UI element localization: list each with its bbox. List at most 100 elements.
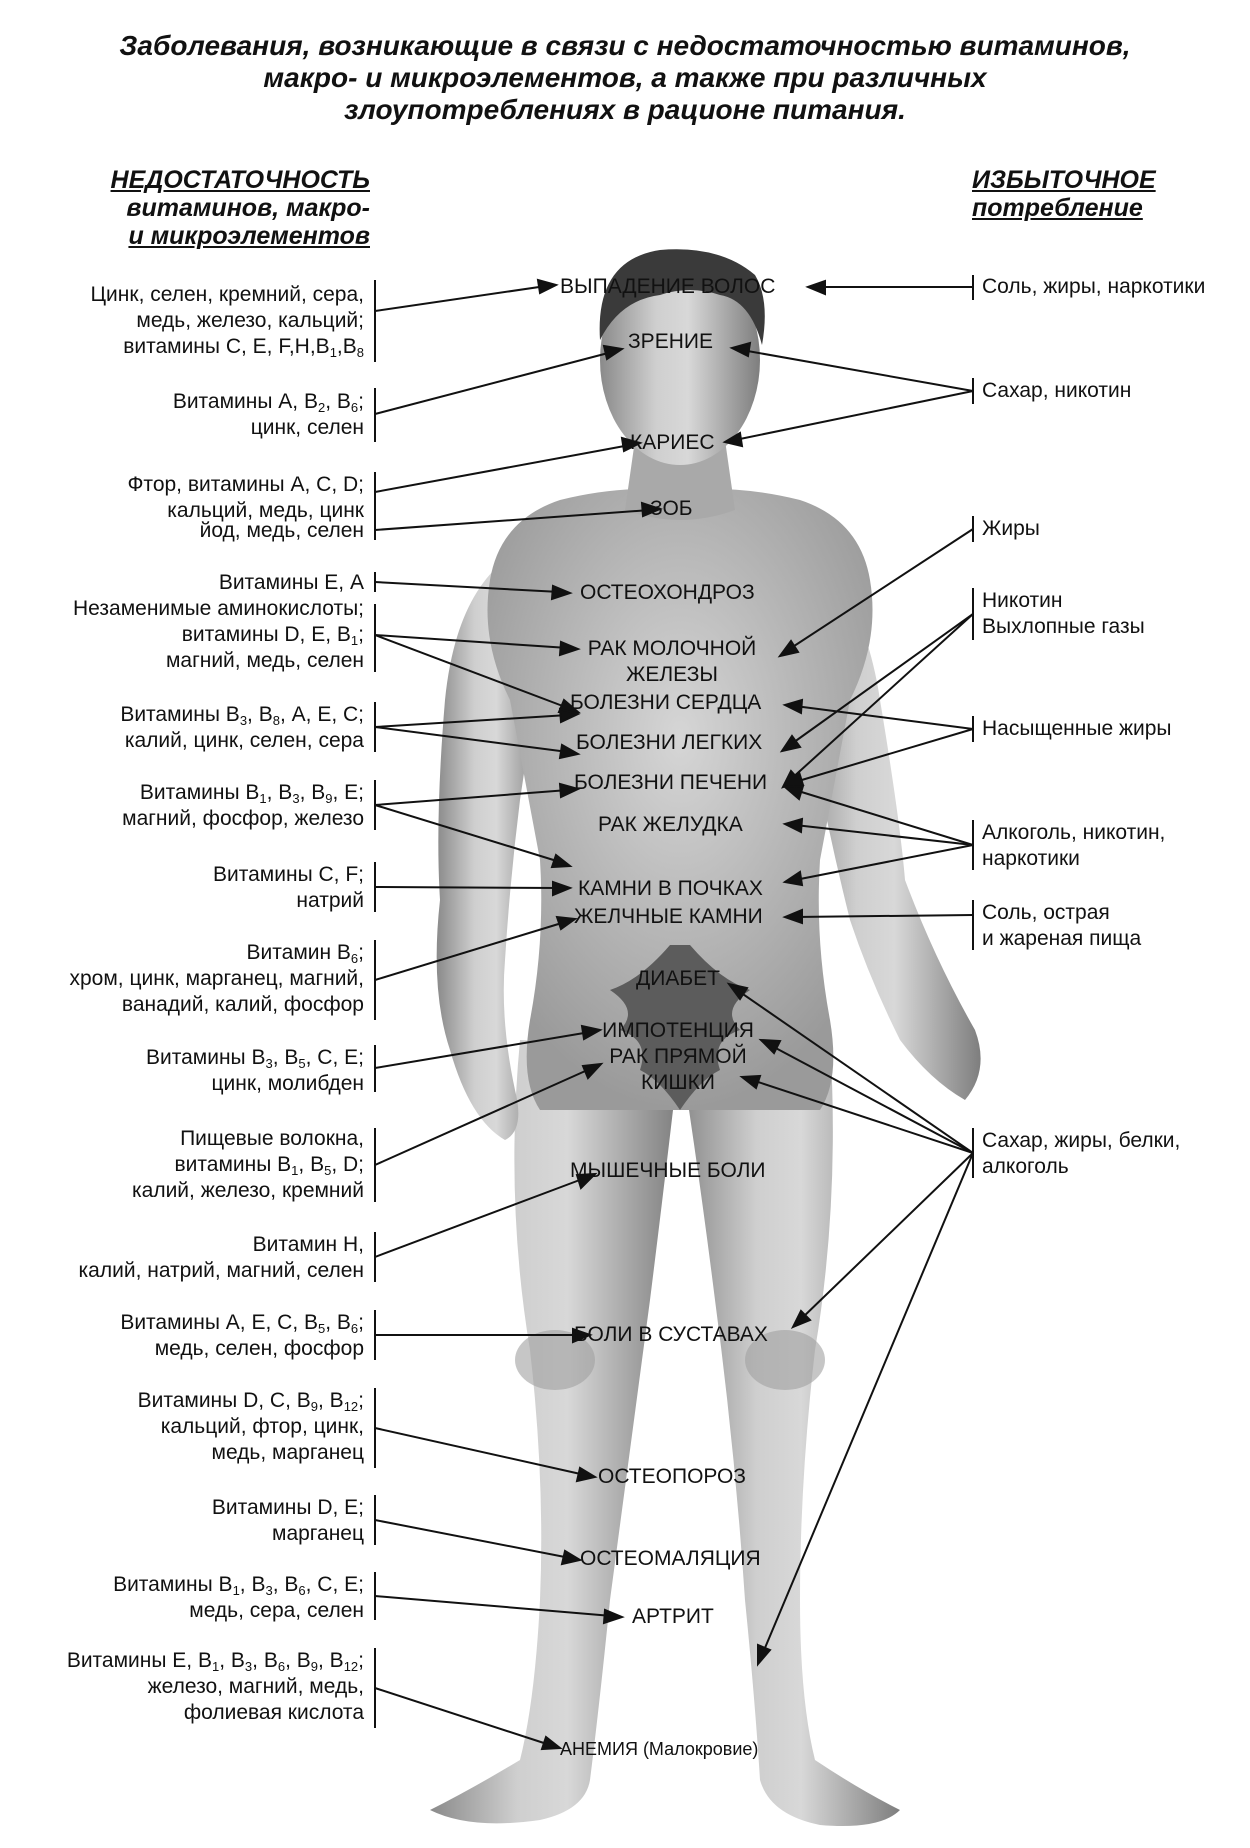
subscript: 3: [265, 1056, 273, 1071]
deficiency-text: ;: [358, 390, 364, 413]
arrow-d9-kidney: [374, 880, 573, 897]
disease-text: ЗОБ: [650, 497, 693, 520]
disease-kidney-stones: КАМНИ В ПОЧКАХ: [578, 876, 763, 902]
excess-text: Алкоголь, никотин,: [982, 821, 1166, 844]
excess-text: Выхлопные газы: [982, 615, 1145, 638]
deficiency-label-rectal: Пищевые волокна, витамины В1, В5, D; кал…: [8, 1126, 364, 1204]
deficiency-text: Витамины В: [113, 1573, 233, 1596]
arrow-d17-arthritis: [374, 1595, 625, 1625]
excess-column-header: ИЗБЫТОЧНОЕ потребление: [972, 166, 1232, 222]
deficiency-text: ванадий, калий, фосфор: [121, 993, 364, 1016]
deficiency-text: натрий: [296, 889, 364, 912]
deficiency-text: , В: [266, 781, 293, 804]
arrow-d7-heart: [374, 707, 581, 728]
head: [600, 255, 760, 465]
deficiency-text: , В: [219, 1649, 245, 1672]
excess-label-alcohol: Алкоголь, никотин, наркотики: [982, 820, 1242, 872]
deficiency-text: кальций, фтор, цинк,: [160, 1415, 364, 1438]
deficiency-text: , В: [318, 1649, 344, 1672]
disease-osteomalacia: ОСТЕОМАЛЯЦИЯ: [580, 1546, 761, 1572]
arrow-e5-heart: [782, 698, 974, 730]
disease-text: РАК ЖЕЛУДКА: [598, 813, 743, 836]
deficiency-text: Витамин В: [246, 941, 351, 964]
arrow-d8-liver: [374, 782, 581, 806]
body-silhouette: [430, 249, 981, 1826]
disease-liver: БОЛЕЗНИ ПЕЧЕНИ: [574, 770, 767, 796]
deficiency-text: витамины D, Е, В: [181, 623, 351, 646]
deficiency-label-osteochondrosis: Витамины Е, А: [8, 570, 364, 596]
arrow-d4-goiter: [374, 501, 663, 531]
deficiency-text: Витамины А, Е, С, В: [120, 1311, 318, 1334]
excess-text: Соль, жиры, наркотики: [982, 275, 1206, 298]
disease-text: КАРИЕС: [630, 431, 715, 454]
subscript: 2: [318, 400, 326, 415]
subscript: 8: [356, 345, 364, 360]
deficiency-text: , Е;: [332, 781, 364, 804]
subscript: 5: [324, 1163, 332, 1178]
subscript: 3: [244, 1659, 253, 1674]
subscript: 3: [239, 713, 248, 728]
deficiency-text: , В: [325, 1311, 351, 1334]
deficiency-text: калий, цинк, селен, сера: [124, 729, 364, 752]
deficiency-text: , В: [298, 1153, 325, 1176]
deficiency-text: Незаменимые аминокислоты;: [73, 597, 364, 620]
arrow-e6-liver: [782, 784, 974, 846]
deficiency-label-joints: Витамины А, Е, С, В5, В6; медь, селен, ф…: [8, 1310, 364, 1362]
arrow-e8-rectal: [739, 1074, 974, 1154]
deficiency-label-vision: Витамины А, В2, В6; цинк, селен: [8, 389, 364, 441]
right-leg: [680, 1040, 900, 1826]
disease-text: ОСТЕОПОРОЗ: [598, 1465, 746, 1488]
deficiency-label-osteomalacia: Витамины D, Е; марганец: [8, 1495, 364, 1547]
deficiency-label-heart-lungs: Витамины В3, В8, А, Е, С; калий, цинк, с…: [8, 702, 364, 754]
arrow-e8-diabetes: [726, 982, 974, 1154]
deficiency-label-breast-heart: Незаменимые аминокислоты; витамины D, Е,…: [8, 596, 364, 674]
deficiency-label-anemia: Витамины Е, В1, В3, В6, В9, В12; железо,…: [8, 1648, 364, 1726]
disease-stomach-cancer: РАК ЖЕЛУДКА: [598, 812, 743, 838]
subscript: 9: [310, 1399, 318, 1414]
left-leg: [430, 1040, 680, 1824]
hair: [599, 249, 765, 345]
arrow-e6-kidney: [782, 844, 974, 887]
deficiency-label-liver-kidney: Витамины В1, В3, В9, Е; магний, фосфор, …: [8, 780, 364, 832]
deficiency-text: Витамины D, С, В: [137, 1389, 311, 1412]
page-title: Заболевания, возникающие в связи с недос…: [20, 30, 1230, 126]
arrow-d7-lungs: [374, 726, 581, 760]
excess-text: Насыщенные жиры: [982, 717, 1172, 740]
arrow-d15-osteoporosis: [374, 1427, 598, 1483]
subscript: 12: [343, 1399, 359, 1414]
subscript: 9: [310, 1659, 318, 1674]
deficiency-text: магний, фосфор, железо: [122, 807, 364, 830]
deficiency-text: Витамины Е, А: [218, 571, 364, 594]
subscript: 1: [232, 1583, 240, 1598]
excess-text: Жиры: [982, 517, 1040, 540]
deficiency-text: ;: [358, 1649, 364, 1672]
excess-label-sugar-nicotine: Сахар, никотин: [982, 378, 1242, 404]
deficiency-text: медь, марганец: [211, 1441, 365, 1464]
deficiency-text: ;: [358, 1311, 364, 1334]
deficiency-text: , В: [299, 781, 326, 804]
deficiency-text: Витамины С, F;: [213, 863, 364, 886]
deficiency-text: , В: [325, 390, 351, 413]
disease-joint-pain: БОЛИ В СУСТАВАХ: [574, 1322, 768, 1348]
deficiency-label-muscle: Витамин Н, калий, натрий, магний, селен: [8, 1232, 364, 1284]
disease-text: МЫШЕЧНЫЕ БОЛИ: [570, 1159, 766, 1182]
disease-arthritis: АРТРИТ: [632, 1604, 714, 1630]
leaf-icon: [610, 945, 750, 1110]
deficiency-text: Витамины В: [145, 1046, 266, 1069]
disease-text: ЖЕЛЧНЫЕ КАМНИ: [574, 905, 763, 928]
deficiency-text: , С, Е;: [305, 1573, 364, 1596]
deficiency-label-hair: Цинк, селен, кремний, сера, медь, железо…: [8, 282, 364, 360]
deficiency-text: йод, медь, селен: [199, 519, 364, 542]
deficiency-text: Витамины D, Е;: [211, 1496, 364, 1519]
subscript: 6: [350, 1321, 359, 1336]
deficiency-text: хром, цинк, марганец, магний,: [69, 967, 365, 990]
disease-text: БОЛЕЗНИ СЕРДЦА: [570, 691, 762, 714]
excess-arrows: [722, 279, 974, 1667]
deficiency-text: , В: [272, 1046, 299, 1069]
deficiency-text: Витамины А, В: [172, 390, 318, 413]
arrow-e8-arthritis: [757, 1152, 974, 1667]
deficiency-text: фолиевая кислота: [183, 1701, 364, 1724]
deficiency-text: , С, Е;: [305, 1046, 364, 1069]
excess-label-sugar-fats-proteins: Сахар, жиры, белки, алкоголь: [982, 1128, 1242, 1180]
